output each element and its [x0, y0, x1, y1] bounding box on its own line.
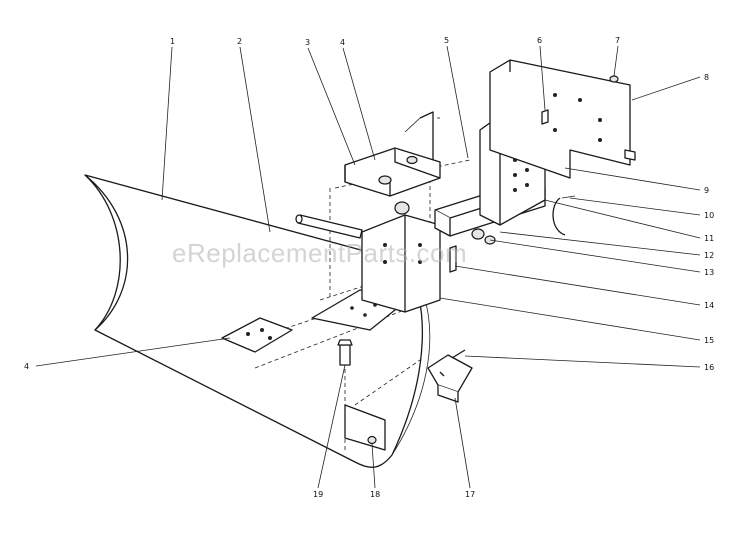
callout-12: 12: [704, 251, 714, 260]
vertical-mount-plate: [361, 214, 441, 313]
pivot-rod: [295, 214, 363, 239]
callout-18: 18: [370, 490, 380, 499]
callout-7: 7: [615, 36, 620, 45]
callout-3: 3: [305, 38, 310, 47]
callout-4: 4: [340, 38, 345, 47]
blade-bracket-left: [221, 317, 293, 353]
callout-9: 9: [704, 186, 709, 195]
callout-16: 16: [704, 363, 714, 372]
callout-14: 14: [704, 301, 714, 310]
callout-13: 13: [704, 268, 714, 277]
callout-19: 19: [313, 490, 323, 499]
callout-6: 6: [537, 36, 542, 45]
callout-8: 8: [704, 73, 709, 82]
callout-17: 17: [465, 490, 475, 499]
lock-pin: [404, 111, 440, 160]
upper-pivot-bracket: [344, 147, 441, 215]
rear-mount-plate: [489, 59, 636, 179]
leader-lines: [35, 45, 701, 489]
callout-15: 15: [704, 336, 714, 345]
callout-4-lower: 4: [24, 362, 29, 371]
callout-5: 5: [444, 36, 449, 45]
callout-labels: 1 2 3 4 5 6 7 8 9 10 11 12 13 14 15 16 1…: [24, 36, 714, 499]
skid-shoe: [427, 349, 473, 403]
callout-11: 11: [704, 234, 714, 243]
carriage-bolt: [337, 339, 353, 366]
callout-2: 2: [237, 37, 242, 46]
callout-10: 10: [704, 211, 714, 220]
spring-pin: [552, 195, 576, 236]
skid-bracket: [344, 404, 386, 451]
callout-1: 1: [170, 37, 175, 46]
watermark: eReplacementParts.com: [172, 238, 467, 268]
